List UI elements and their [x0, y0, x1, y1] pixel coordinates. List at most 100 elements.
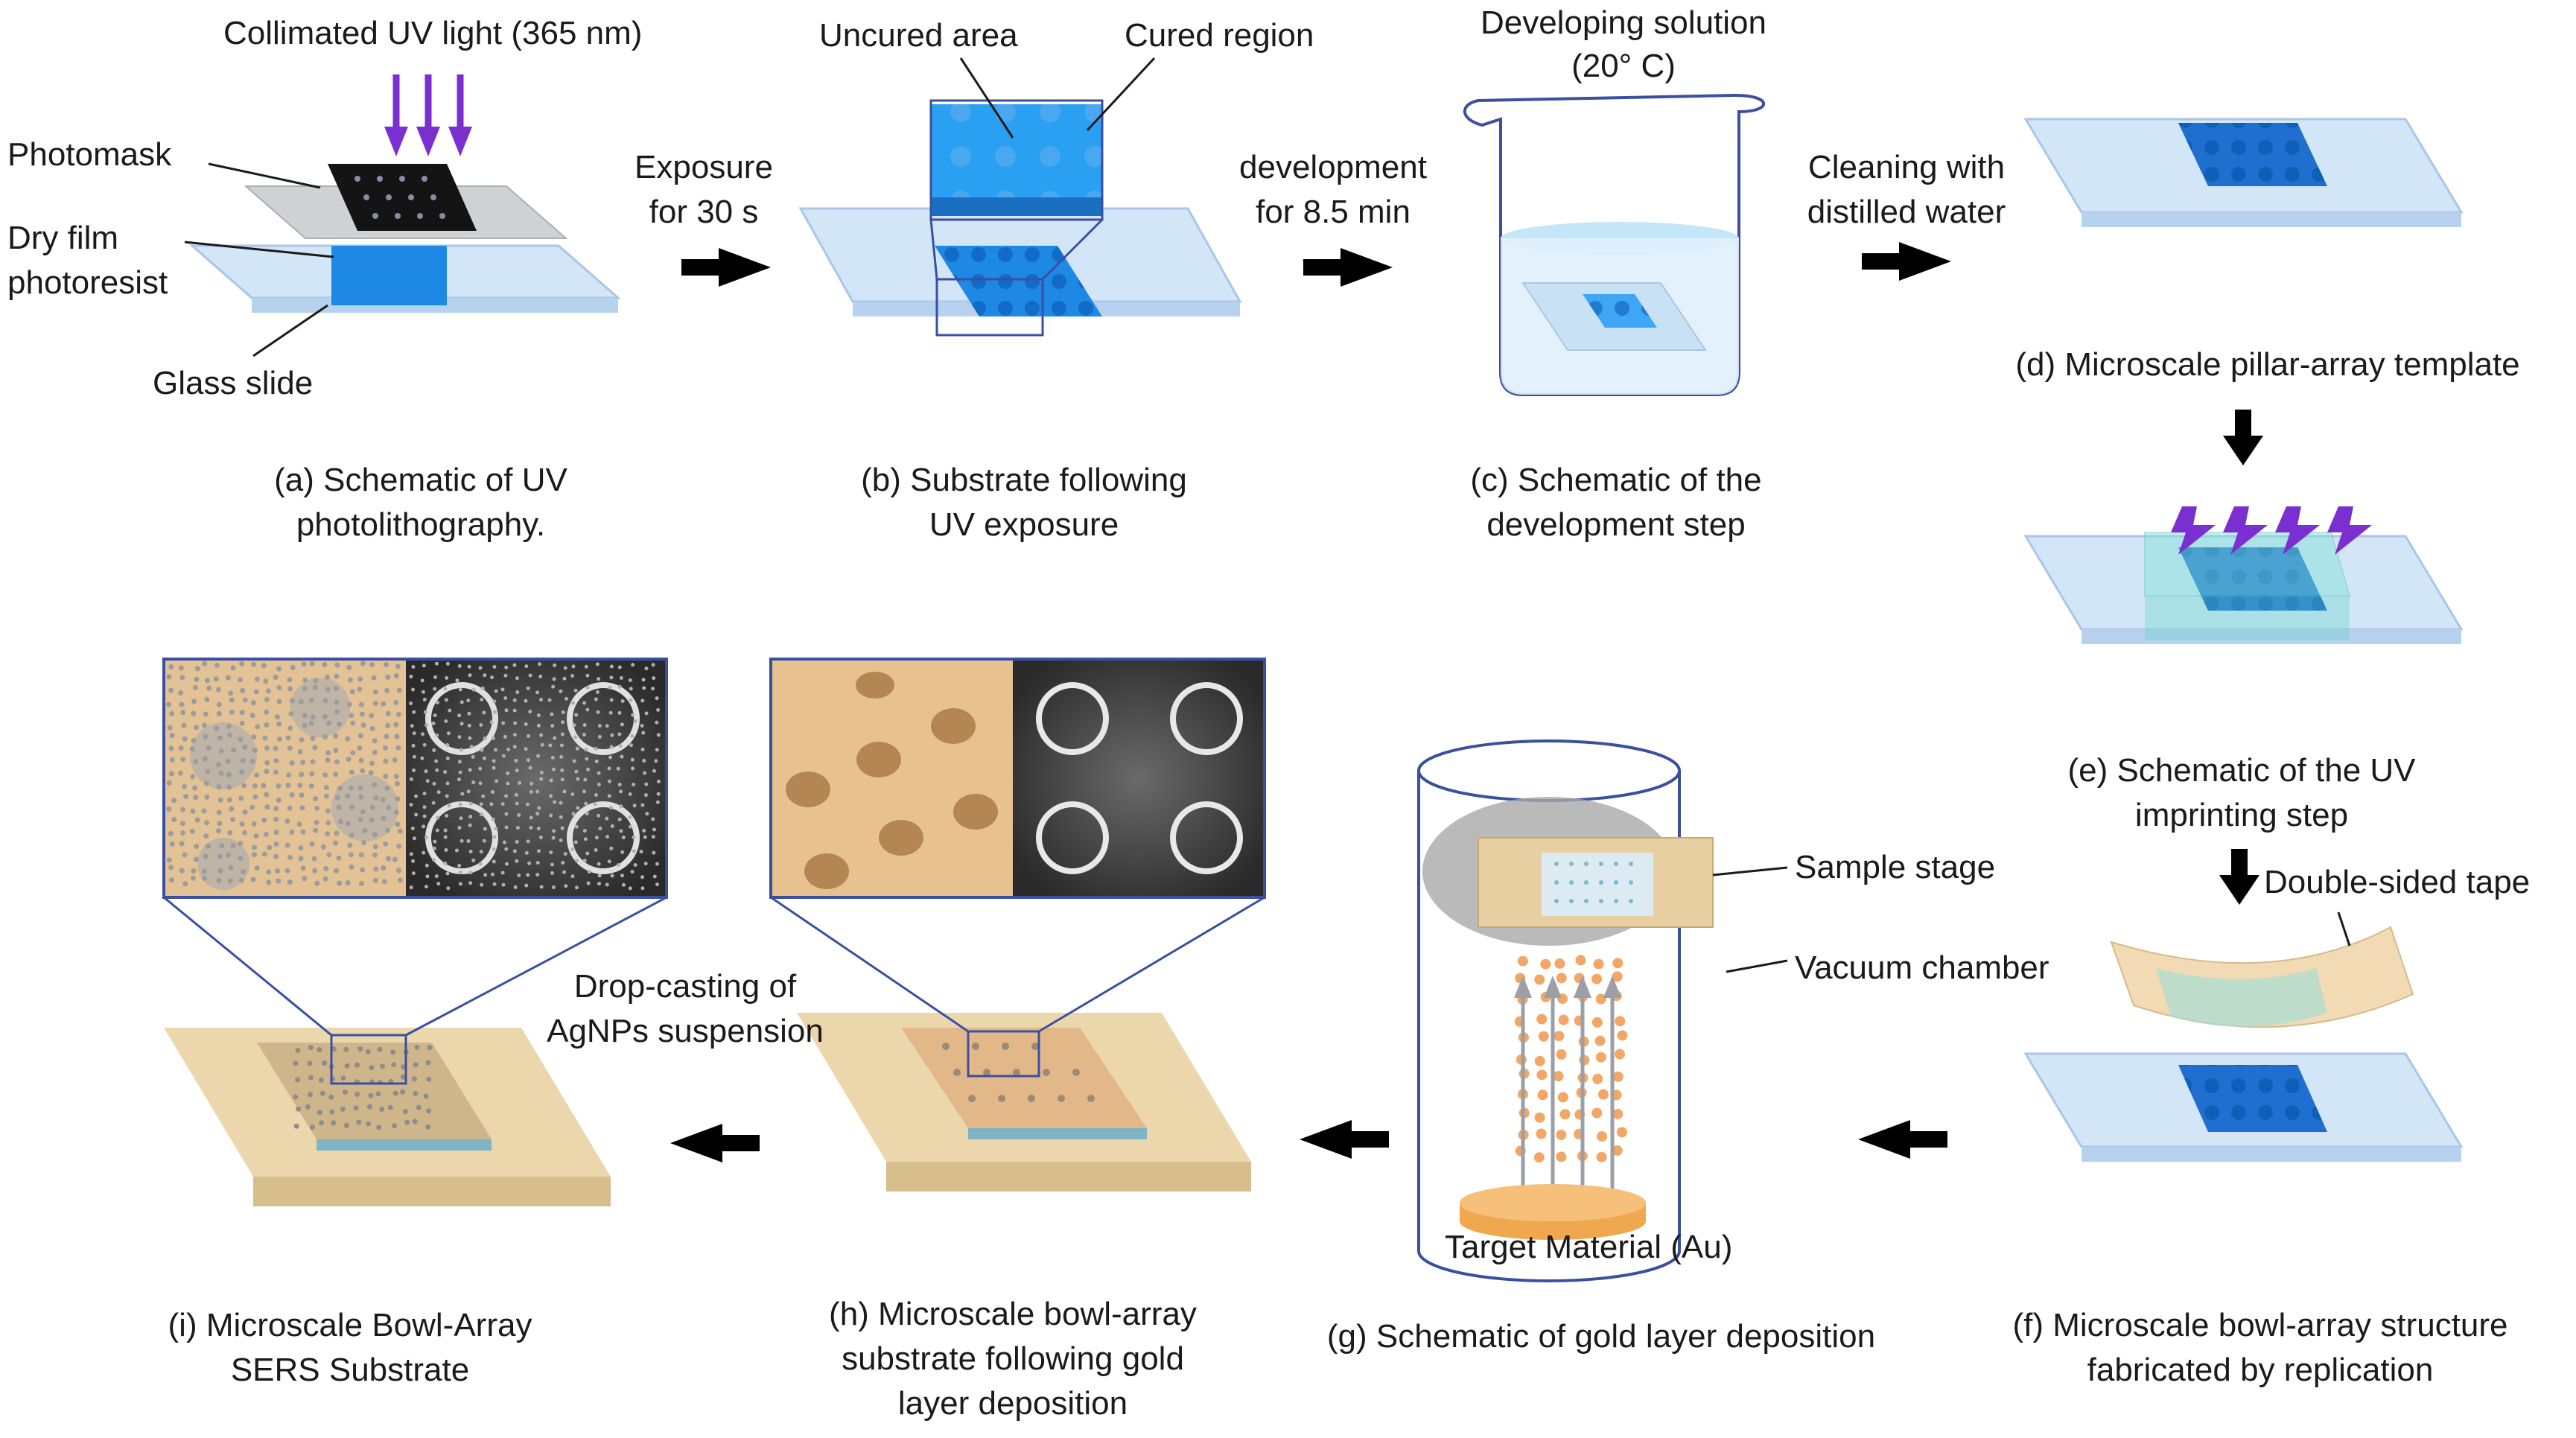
sample-on-stage — [1542, 853, 1653, 916]
cleaning-step-label: Cleaning with distilled water — [1769, 145, 2044, 235]
inset-holes — [931, 104, 1102, 197]
uncured-area-label: Uncured area — [819, 17, 1018, 54]
arrow-heads — [1514, 976, 1621, 998]
inset-edge — [931, 197, 1102, 216]
bowl-dots — [942, 1043, 1095, 1102]
gold-bowl-sem — [1013, 659, 1265, 897]
arrow-down-icon-d-e — [2223, 410, 2263, 465]
photomask-label: Photomask — [7, 136, 172, 173]
zoom-line-right — [1038, 896, 1265, 1033]
caption-c: (c) Schematic of the development step — [1400, 458, 1832, 547]
uv-light-label: Collimated UV light (365 nm) — [223, 15, 643, 51]
sem-agnp-specks — [409, 661, 661, 891]
panel-b-leader-lines — [959, 57, 1156, 139]
cleaning-step-line-2: distilled water — [1807, 194, 2006, 230]
dry-film-label-line-2: photoresist — [7, 264, 168, 301]
agnp-sem — [406, 659, 667, 897]
arrow-left-icon-f-g — [1858, 1120, 1947, 1159]
exposed-resist-pattern — [935, 246, 1102, 316]
caption-i-line-1: (i) Microscale Bowl-Array — [168, 1307, 532, 1343]
pillar-array-dots — [2178, 547, 2327, 611]
bowl-array-layer-edge — [968, 1128, 1147, 1139]
agnp-render-dots — [166, 661, 403, 887]
caption-a-line-2: photolithography. — [296, 506, 546, 543]
cured-region-label: Cured region — [1125, 17, 1314, 54]
photomask-pattern — [328, 164, 477, 231]
glass-slide-edge — [2082, 212, 2461, 227]
caption-i: (i) Microscale Bowl-Array SERS Substrate — [127, 1303, 573, 1393]
caption-h-line-1: (h) Microscale bowl-array — [829, 1296, 1197, 1332]
caption-h-line-3: layer deposition — [897, 1385, 1128, 1422]
pillar-array-dots — [2178, 123, 2327, 186]
gold-substrate-edge — [253, 1177, 611, 1206]
dry-film-label-line-1: Dry film — [7, 220, 119, 256]
arrow-down-icon-e-f — [2219, 849, 2259, 905]
glass-slide-edge — [2082, 1147, 2461, 1162]
target-material-side — [1460, 1203, 1646, 1240]
deposition-direction-arrows — [1521, 990, 1615, 1192]
panel-e-uv-imprinting — [2023, 506, 2464, 644]
photomask-holes — [354, 176, 445, 219]
developing-solution-label-line-2: (20° C) — [1571, 48, 1676, 84]
caption-e-line-1: (e) Schematic of the UV — [2067, 752, 2416, 789]
caption-f-line-2: fabricated by replication — [2087, 1352, 2434, 1388]
resist-pillars — [1583, 294, 1657, 328]
glass-slide-label: Glass slide — [153, 365, 314, 401]
zoom-frame — [929, 99, 1104, 337]
glass-slide-edge — [2082, 629, 2461, 644]
panel-i-sers-substrate — [162, 658, 668, 1206]
arrow-right-icon-c-d — [1862, 242, 1951, 281]
arrow-right-icon-a-b — [681, 248, 771, 287]
caption-h: (h) Microscale bowl-array substrate foll… — [789, 1292, 1236, 1426]
development-step-line-1: development — [1239, 149, 1427, 185]
developing-solution-label-line-1: Developing solution — [1480, 4, 1767, 41]
caption-e: (e) Schematic of the UV imprinting step — [2003, 748, 2480, 838]
panel-g-gold-deposition — [1417, 739, 1788, 1282]
uv-resin-layer — [2144, 532, 2351, 596]
panel-c-development — [1463, 93, 1766, 396]
uv-bolt-icons — [2171, 506, 2372, 555]
panel-a-leader-lines — [184, 162, 334, 357]
pillar-array-dots — [2178, 1065, 2327, 1132]
exposure-step-line-2: for 30 s — [649, 194, 759, 230]
vacuum-chamber-label: Vacuum chamber — [1795, 949, 2049, 986]
exposure-step-line-1: Exposure — [635, 149, 773, 185]
arrow-right-icon-b-c — [1303, 248, 1393, 287]
uv-light-arrows — [384, 74, 472, 156]
double-sided-tape-label: Double-sided tape — [2264, 864, 2531, 900]
caption-d-line-1: (d) Microscale pillar-array template — [2015, 346, 2520, 383]
sample-dots — [1554, 862, 1633, 903]
caption-f-line-1: (f) Microscale bowl-array structure — [2012, 1307, 2508, 1343]
panel-d-pillar-template — [2023, 118, 2464, 227]
zoom-line-right — [405, 896, 667, 1037]
dry-film-label: Dry film photoresist — [7, 216, 168, 305]
agnp-layer-edge — [317, 1139, 492, 1151]
caption-b-line-2: UV exposure — [929, 506, 1119, 543]
dropcast-step-line-1: Drop-casting of — [573, 968, 797, 1005]
panel-b-exposed-substrate — [798, 57, 1242, 337]
development-step-line-2: for 8.5 min — [1256, 194, 1411, 230]
panel-g-leader-lines — [1712, 866, 1788, 973]
zoom-line-left — [163, 896, 332, 1037]
target-material-disc — [1460, 1184, 1646, 1221]
zoom-source-box — [967, 1030, 1040, 1078]
exposure-step-label: Exposure for 30 s — [607, 145, 801, 235]
dry-film-photoresist — [331, 246, 447, 305]
arrow-left-icon-h-i — [670, 1124, 760, 1162]
panel-h-gold-bowl-substrate — [769, 658, 1266, 1192]
panel-a-photolithography — [184, 74, 621, 357]
sem-bowl-rings — [1036, 682, 1243, 874]
zoom-frame — [162, 658, 668, 899]
sample-stage-label: Sample stage — [1795, 849, 1996, 885]
replicated-bowl-film — [2156, 968, 2327, 1027]
caption-g-line-1: (g) Schematic of gold layer deposition — [1326, 1318, 1876, 1355]
gold-substrate-edge — [886, 1162, 1251, 1192]
caption-f: (f) Microscale bowl-array structure fabr… — [1951, 1303, 2569, 1393]
process-arrows — [670, 242, 2263, 1162]
caption-h-line-2: substrate following gold — [842, 1340, 1184, 1377]
panel-f-replication — [2023, 912, 2464, 1162]
caption-b: (b) Substrate following UV exposure — [797, 458, 1251, 547]
dropcast-step-line-2: AgNPs suspension — [547, 1013, 824, 1049]
zoom-line-left — [770, 896, 969, 1033]
uv-resin-side — [2145, 596, 2350, 640]
